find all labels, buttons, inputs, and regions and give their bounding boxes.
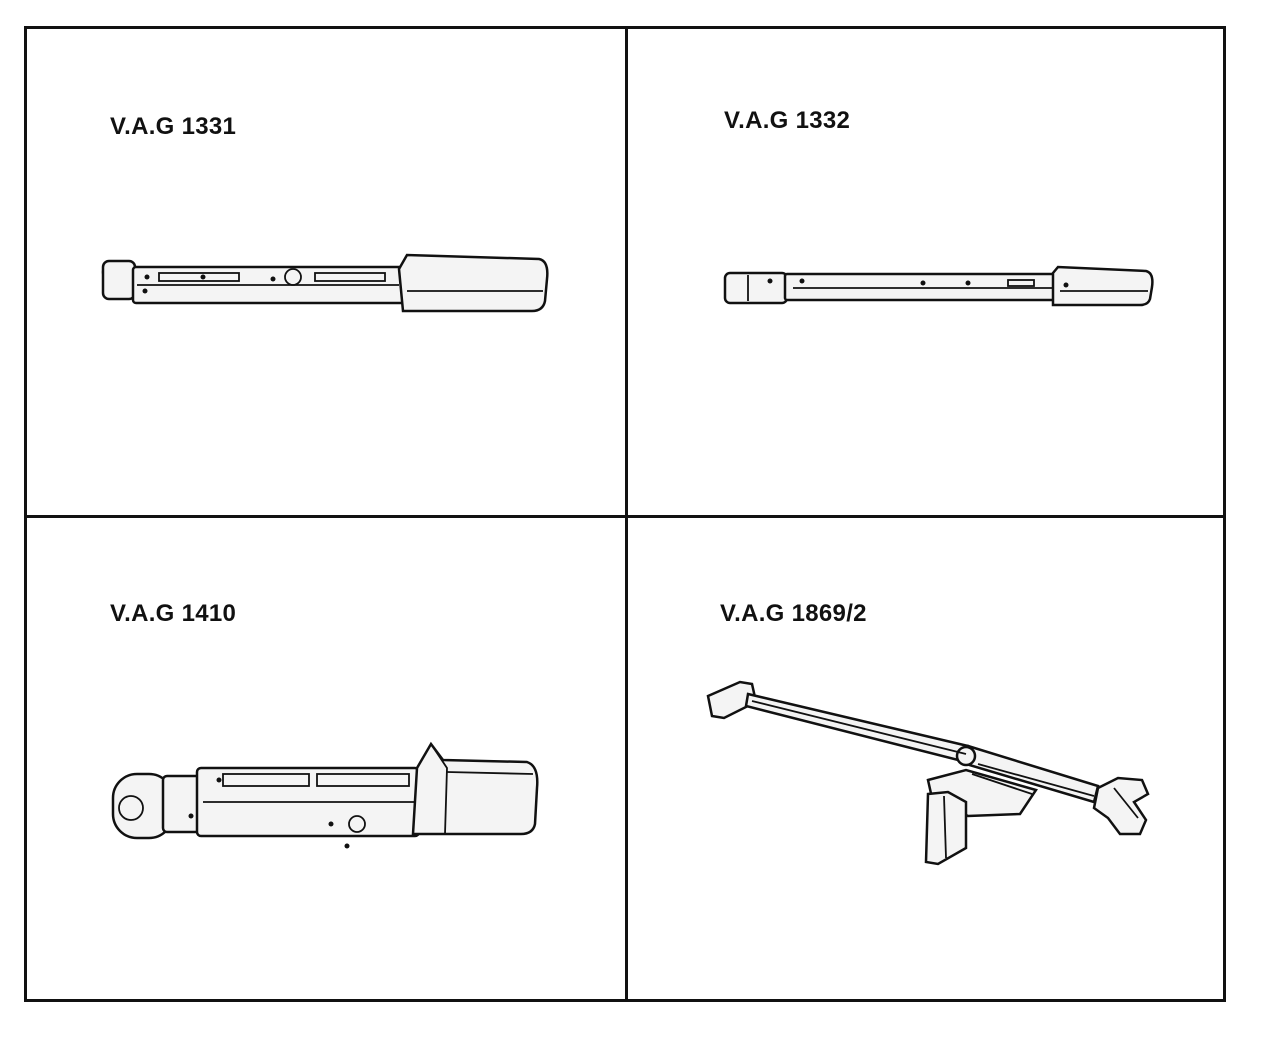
tool-label: V.A.G 1869/2: [720, 600, 867, 627]
tool-label: V.A.G 1410: [110, 600, 237, 627]
grid-divider-horizontal: [27, 515, 1223, 518]
torque-wrench-small-icon: [101, 253, 549, 313]
torque-wrench-long-icon: [723, 265, 1154, 307]
torque-wrench-large-icon: [111, 741, 539, 849]
tool-cell-4: V.A.G 1869/2: [628, 518, 1226, 1002]
tool-cell-1: V.A.G 1331: [27, 29, 625, 515]
tool-label: V.A.G 1332: [724, 107, 851, 134]
tool-grid: V.A.G 1331 V.A.G 1332: [24, 26, 1226, 1002]
tool-cell-3: V.A.G 1410: [27, 518, 625, 1002]
grid-divider-vertical: [625, 29, 628, 999]
angle-lever-tool-icon: [706, 680, 1150, 866]
tool-label: V.A.G 1331: [110, 113, 237, 140]
tool-cell-2: V.A.G 1332: [628, 29, 1226, 515]
